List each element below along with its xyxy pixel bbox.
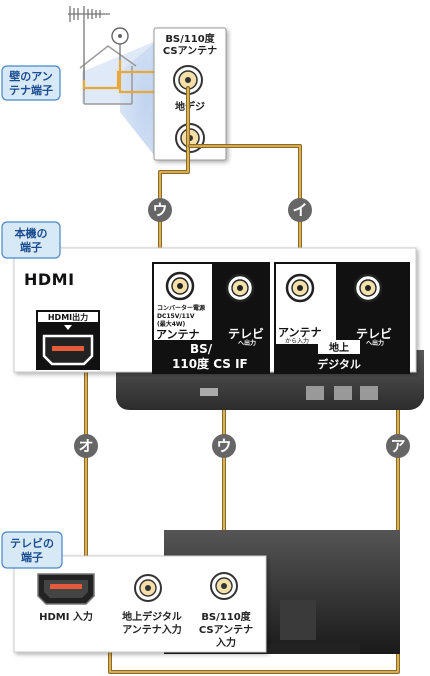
recorder-tag-line1: 本機の [15,226,48,240]
wall-tag-line2: テナ端子 [9,83,53,97]
house-cable-bs [82,70,158,90]
tv-bs-in-label-line2: CSアンテナ [199,624,253,636]
tv-terr-in-label-line1: 地上デジタル [122,610,182,623]
converter-power-line2: DC15V/11V [157,313,195,320]
bs-tv-out-label: テレビ [228,326,264,341]
cable-badge-terr-out: ア [386,434,410,458]
cable-badge-bs-out: ウ [212,434,236,458]
converter-power-line3: (最大4W) [157,320,186,328]
wall-tag-line1: 壁のアン [9,69,53,83]
recorder-terminal-tag: 本機の 端子 [1,221,61,259]
terr-antenna-in-sub: から入力 [285,337,309,345]
wall-terminal-tag: 壁のアン テナ端子 [1,65,61,101]
bs-tv-out-sub: へ出力 [238,339,256,347]
hdmi-out-label: HDMI出力 [48,312,88,322]
recorder-bs-tv-out-connector-icon [225,273,255,303]
tv-bs-in-label-line3: 入力 [216,636,236,649]
badge-wall-bs-text: ウ [152,201,167,219]
cable-hdmi [61,350,88,574]
recorder-terr-antenna-in-connector-icon [285,273,315,303]
converter-power-line1: コンバーター電源 [157,304,205,312]
recorder-bs-antenna-in-connector-icon [165,271,195,301]
cable-badge-wall-terr: イ [288,198,312,222]
bs-antenna-in-sub: から入力 [176,339,200,347]
terrestrial-antenna-icon [68,6,110,90]
bs-group-label-line2: 110度 CS IF [172,356,248,371]
badge-bs-out-text: ウ [216,437,231,455]
house-illustration [79,40,158,160]
wall-bs-label-line1: BS/110度 [165,32,215,45]
tv-tag-line2: 端子 [21,550,43,564]
tv-terr-in-label-line2: アンテナ入力 [122,623,182,636]
bs-group-label-line1: BS/ [190,342,213,356]
terr-tv-out-label: テレビ [356,326,392,341]
terr-antenna-in-label: アンテナ [278,326,322,339]
tv-bs-in-connector-icon [210,572,238,600]
terr-group-box [318,340,360,354]
wall-bs-label-line2: CSアンテナ [163,45,217,57]
house-cable-terrestrial [118,60,158,94]
hdmi-logo: HDMI [24,270,75,289]
bs-antenna-in-label: アンテナ [156,328,200,341]
recorder-tag-line2: 端子 [20,240,42,254]
wall-bs-connector-icon [173,65,203,95]
tv-terminal-tag: テレビの 端子 [1,531,63,569]
recorder-terr-tv-out-connector-icon [353,273,383,303]
tv-bs-in-label-line1: BS/110度 [201,610,251,623]
badge-wall-terr-text: イ [292,201,307,219]
badge-terr-out-text: ア [390,437,405,455]
tv-terrestrial-in-connector-icon [134,574,162,602]
cable-badge-wall-bs: ウ [148,198,172,222]
cable-badge-hdmi: オ [74,434,98,458]
tv-tag-line1: テレビの [10,536,54,550]
tv-hdmi-in-label: HDMI 入力 [39,610,93,623]
terr-tv-out-sub: へ出力 [366,339,384,347]
terr-group-label-line1: 地上 [329,341,349,354]
tv-hdmi-in-port-icon [37,573,95,605]
recorder-hdmi-out-block: HDMI出力 [36,310,100,370]
badge-hdmi-text: オ [78,437,93,455]
terr-group-label-line2: デジタル [317,357,361,371]
